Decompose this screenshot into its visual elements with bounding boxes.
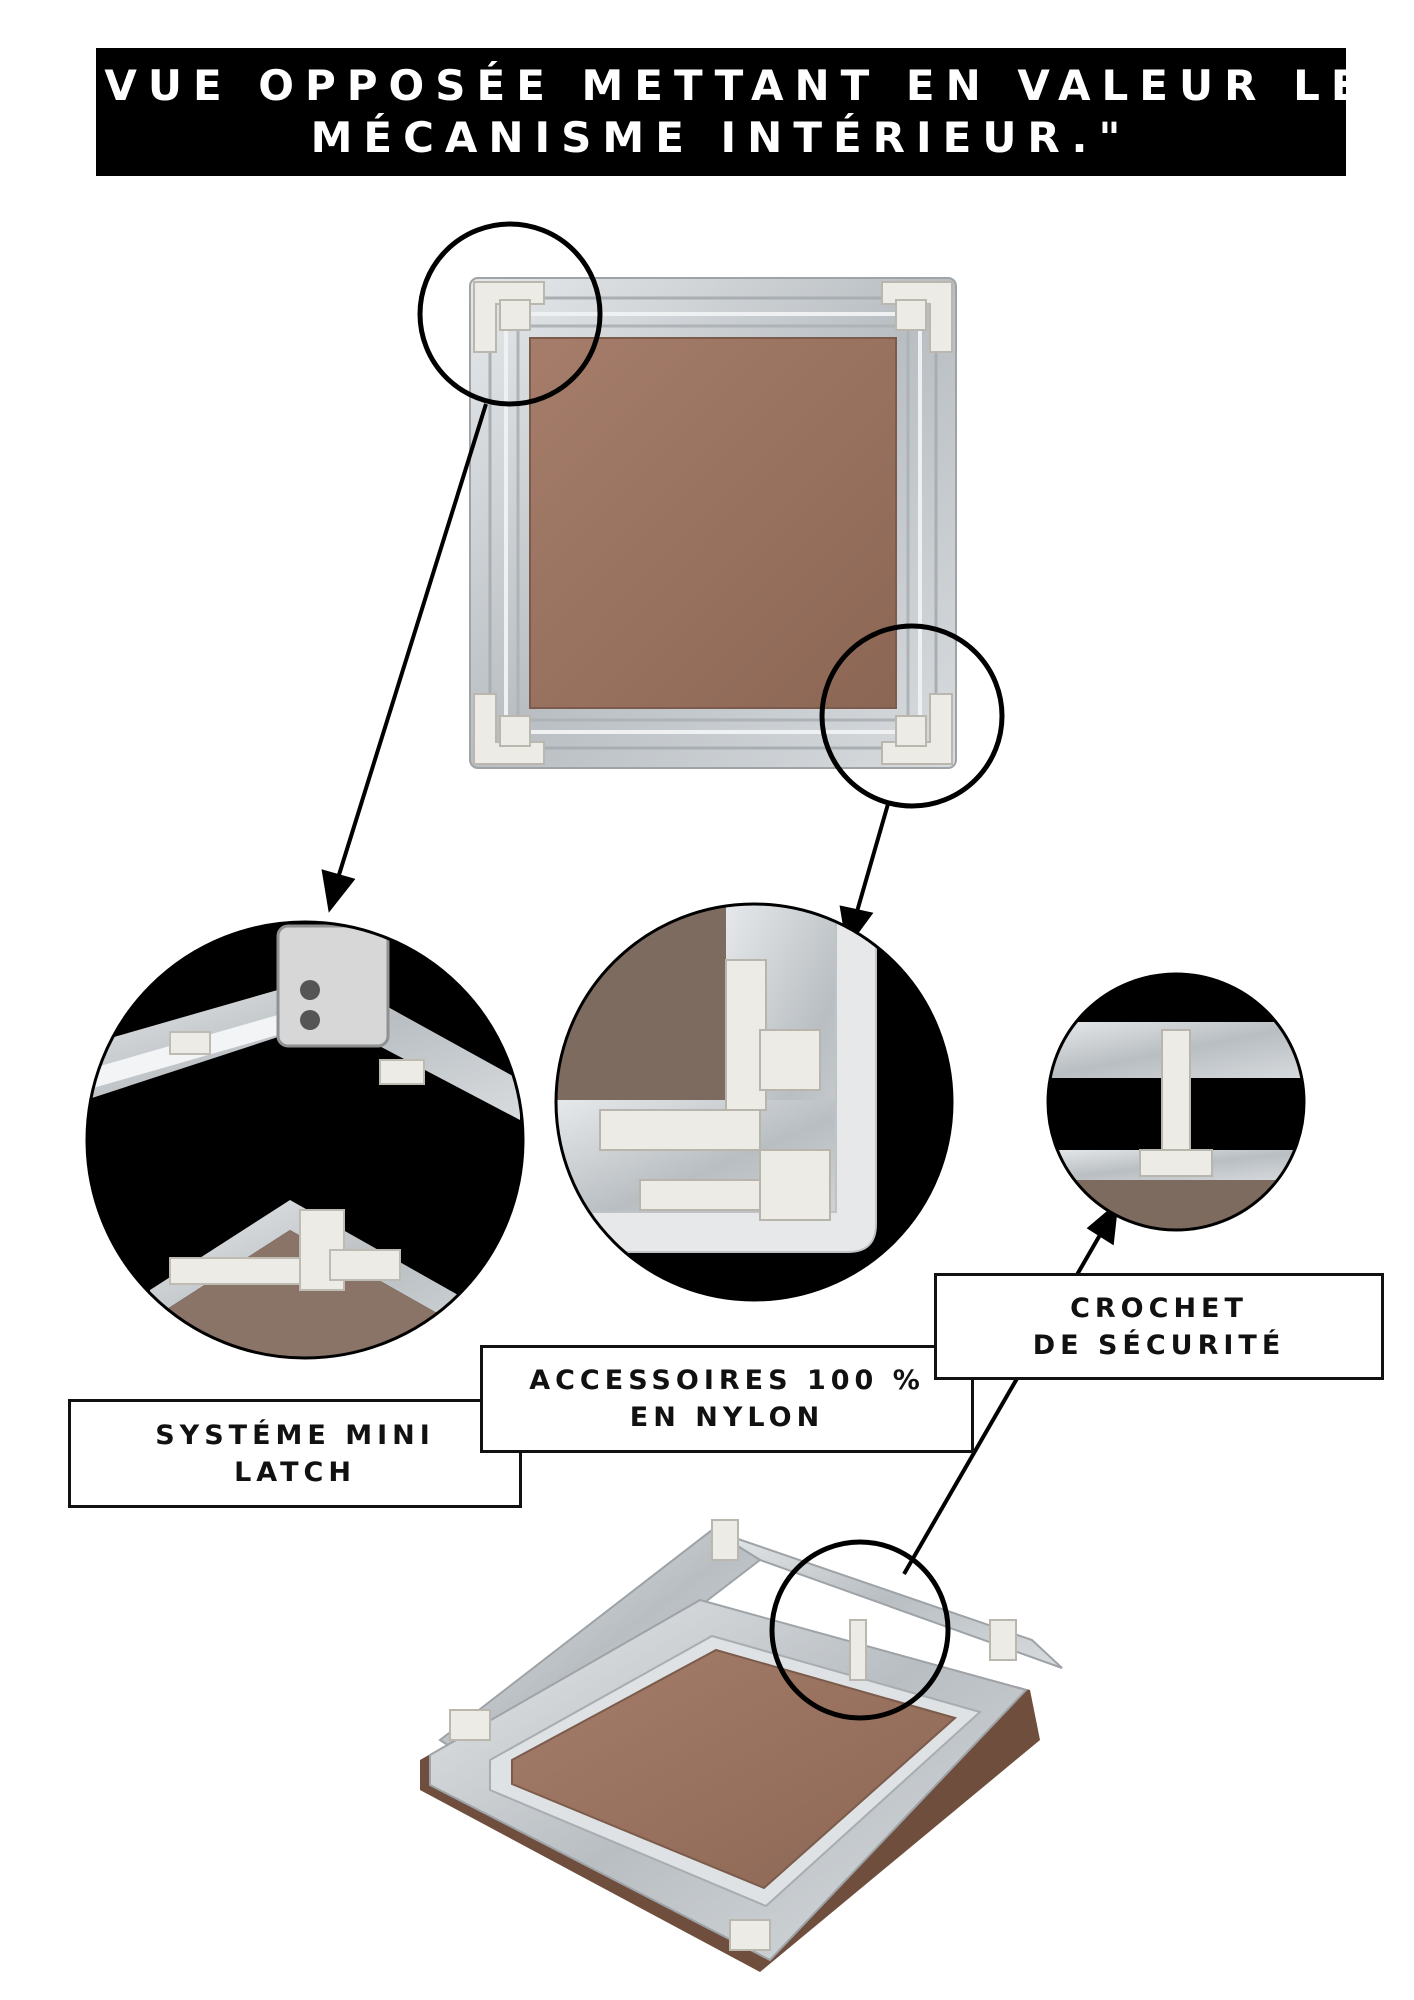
callout-nylon-accessories: ACCESSOIRES 100 % EN NYLON [480, 1345, 974, 1453]
zoom-marker-top-left [417, 221, 603, 407]
callout-safety-hook-line-1: CROCHET [1070, 1292, 1248, 1324]
zoom-circle-nylon-accessories [554, 902, 954, 1302]
callout-safety-hook-line-2: DE SÉCURITÉ [1032, 1329, 1286, 1361]
title-line-2: MÉCANISME INTÉRIEUR." [310, 113, 1132, 162]
callout-nylon-line-1: ACCESSOIRES 100 % [529, 1365, 925, 1396]
callout-mini-latch-line-1: SYSTÉME MINI [155, 1419, 435, 1451]
access-panel-top-view [469, 277, 957, 769]
zoom-circle-safety-hook [1046, 972, 1306, 1232]
zoom-marker-bottom-right [819, 623, 1005, 809]
callout-safety-hook: CROCHET DE SÉCURITÉ [934, 1273, 1384, 1380]
title-line-1: "VUE OPPOSÉE METTANT EN VALEUR LE [71, 61, 1371, 110]
zoom-marker-safety-hook [769, 1539, 951, 1721]
callout-mini-latch-line-2: LATCH [234, 1456, 356, 1488]
callout-nylon-line-2: EN NYLON [629, 1402, 825, 1433]
zoom-circle-mini-latch [85, 920, 525, 1360]
corner-clips [473, 281, 953, 765]
callout-mini-latch: SYSTÉME MINI LATCH [68, 1399, 522, 1508]
title-banner: "VUE OPPOSÉE METTANT EN VALEUR LE MÉCANI… [71, 48, 1360, 176]
access-panel-open-view [420, 1519, 1063, 1972]
